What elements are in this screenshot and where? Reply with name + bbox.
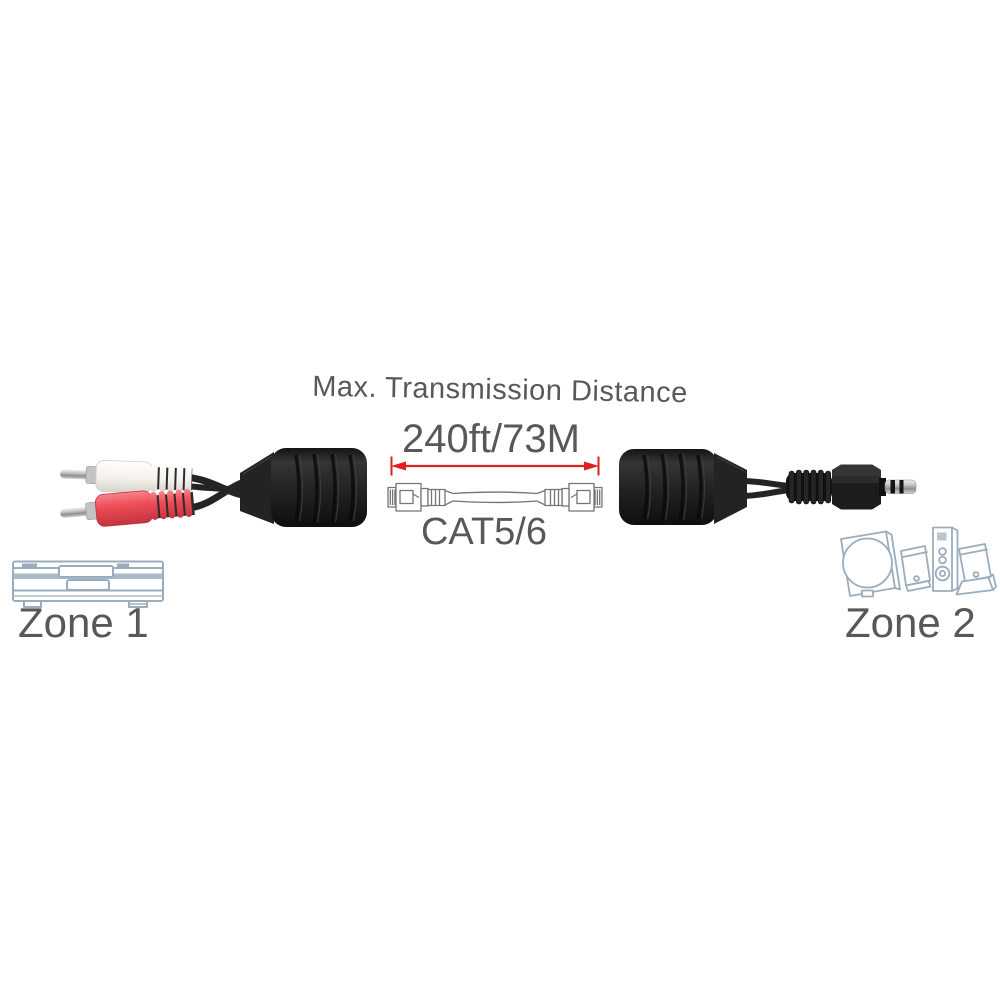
- rca-red-pin: [60, 506, 91, 518]
- strain-relief: [786, 469, 832, 505]
- rca-balun-adapter-graphic: [60, 448, 367, 527]
- control-tower: [932, 526, 959, 592]
- subwoofer: [840, 530, 901, 598]
- dimension-arrow: [390, 456, 600, 476]
- speaker-system-icon: [840, 526, 997, 598]
- plug-cable: [742, 478, 794, 499]
- rca-red-ribs: [149, 489, 193, 520]
- left-balun-neck: [240, 452, 274, 524]
- left-balun-body: [271, 448, 367, 527]
- arrowhead-left: [391, 461, 406, 471]
- rj45-connector-right: [536, 482, 603, 512]
- rca-white-ribs: [150, 464, 192, 493]
- arrowhead-right: [584, 461, 599, 471]
- satellite-speaker-left: [900, 545, 932, 592]
- rca-white-pin: [60, 469, 91, 480]
- cat5-cable-graphic: [387, 482, 603, 512]
- cable-type-label: CAT5/6: [420, 511, 547, 553]
- disc-tray: [58, 565, 114, 578]
- 35mm-plug: [832, 464, 917, 510]
- zone2-label: Zone 2: [845, 599, 976, 646]
- zone1-label: Zone 1: [18, 599, 149, 646]
- distance-value-label: 240ft/73M: [402, 417, 580, 461]
- rj45-connector-left: [387, 482, 454, 512]
- rca-plug-red: [60, 489, 195, 527]
- satellite-speaker-right: [955, 543, 997, 596]
- right-balun-body: [619, 449, 717, 525]
- dvd-player-icon: [12, 560, 164, 608]
- balun-35mm-adapter-graphic: [619, 449, 917, 525]
- rca-plug-white: [60, 460, 193, 494]
- right-balun-neck: [714, 453, 747, 524]
